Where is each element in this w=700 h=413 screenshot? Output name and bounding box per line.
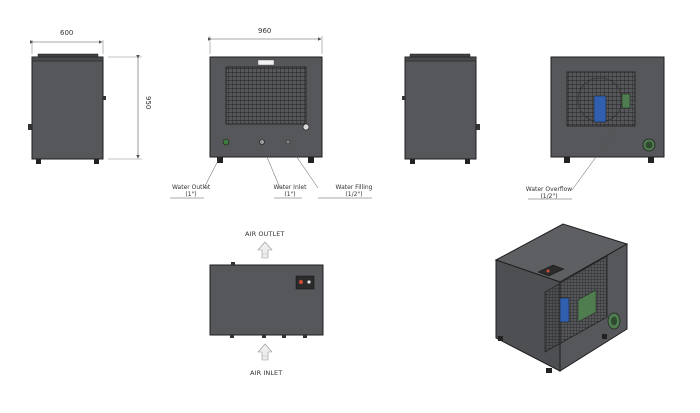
air-inlet-label: AIR INLET — [250, 369, 283, 377]
water-overflow-label: Water Overflow — [525, 186, 573, 193]
isometric-view — [494, 223, 629, 373]
dimension-front-width: 960 — [258, 27, 272, 35]
water-overflow-size: (1/2") — [540, 193, 558, 200]
dimension-height: 950 — [144, 96, 152, 110]
callout-water-filling: Water Filling (1/2") — [333, 184, 375, 198]
air-outlet-label: AIR OUTLET — [245, 230, 285, 238]
dimension-side-width: 600 — [60, 29, 74, 37]
side-view — [28, 40, 142, 164]
callout-water-outlet: Water Outlet (1") — [172, 184, 210, 198]
water-inlet-label: Water Inlet — [273, 184, 307, 191]
side-view-right — [402, 53, 480, 164]
water-filling-size: (1/2") — [345, 191, 363, 198]
front-view — [170, 36, 372, 199]
water-outlet-size: (1") — [185, 191, 197, 198]
callout-water-inlet: Water Inlet (1") — [272, 184, 308, 198]
rear-view — [528, 56, 665, 200]
water-outlet-label: Water Outlet — [172, 184, 211, 191]
water-inlet-size: (1") — [284, 191, 296, 198]
top-view — [209, 241, 324, 361]
callout-water-overflow: Water Overflow (1/2") — [522, 186, 576, 200]
water-filling-label: Water Filling — [335, 184, 373, 191]
